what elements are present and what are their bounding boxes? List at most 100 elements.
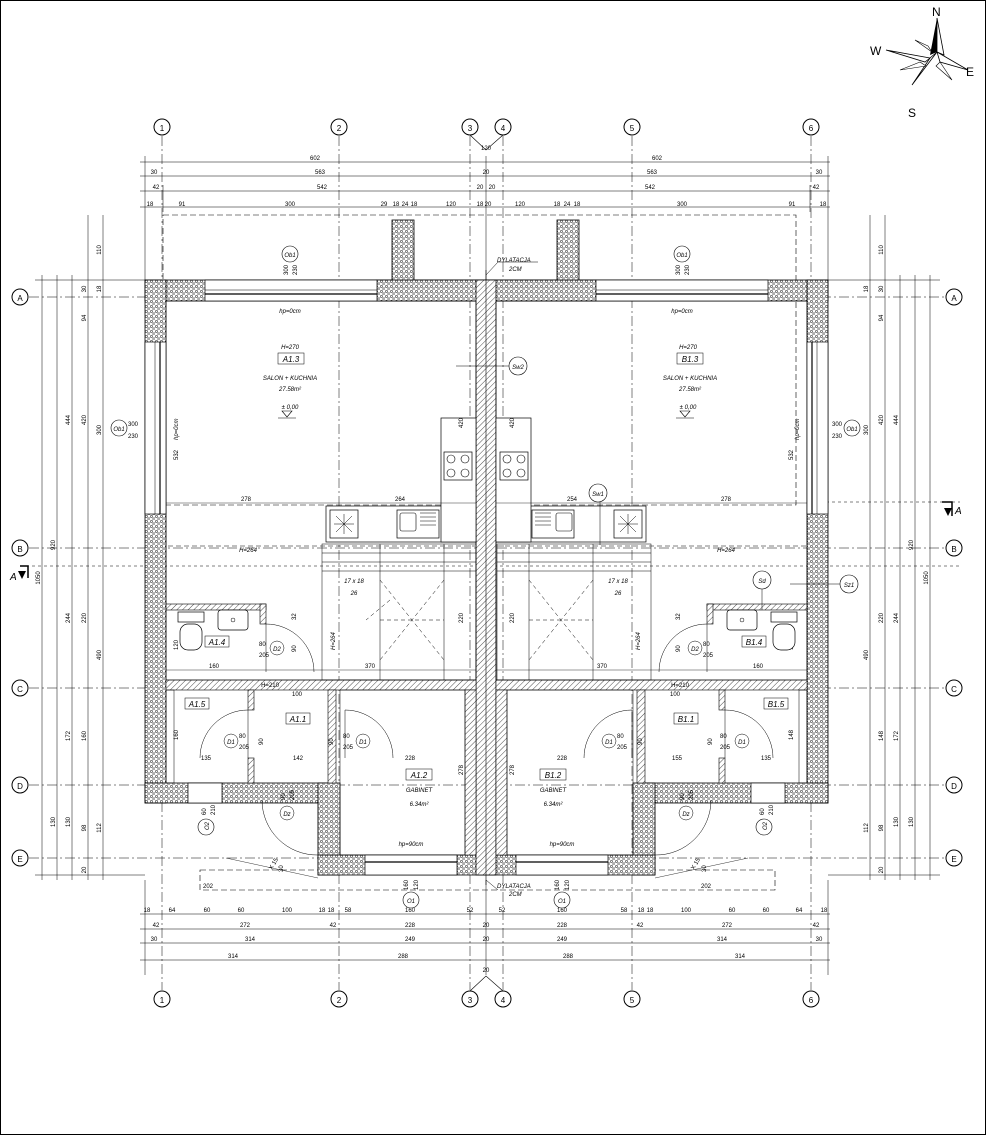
door-dz-left: Dz <box>283 812 290 818</box>
svg-text:30: 30 <box>816 937 823 943</box>
compass-south: S <box>908 106 916 120</box>
svg-text:278: 278 <box>459 764 465 775</box>
svg-text:228: 228 <box>405 756 416 762</box>
dilatation-top-label: DYLATACJA <box>497 258 531 264</box>
dim-top-602-right: 602 <box>652 156 663 162</box>
svg-text:30: 30 <box>151 937 158 943</box>
svg-text:30: 30 <box>82 285 88 292</box>
svg-text:60: 60 <box>763 908 770 914</box>
svg-text:160: 160 <box>405 908 416 914</box>
svg-text:hp=90cm: hp=90cm <box>399 842 424 848</box>
svg-text:30: 30 <box>702 865 708 872</box>
svg-text:94: 94 <box>879 314 885 321</box>
section-marks: A A <box>9 501 962 583</box>
svg-text:42: 42 <box>813 923 820 929</box>
room-b12-name: GABINET <box>540 788 568 794</box>
svg-text:80: 80 <box>617 734 624 740</box>
svg-text:64: 64 <box>796 908 803 914</box>
shaft-sz1: Sz1 <box>844 583 854 589</box>
svg-text:272: 272 <box>240 923 251 929</box>
svg-text:205: 205 <box>689 789 695 800</box>
svg-text:135: 135 <box>761 756 772 762</box>
svg-text:H=264: H=264 <box>636 631 642 650</box>
svg-text:80: 80 <box>703 642 710 648</box>
svg-text:172: 172 <box>894 730 900 741</box>
svg-text:17 x 18: 17 x 18 <box>344 579 364 585</box>
dilatation-bottom-width: 2CM <box>508 892 522 898</box>
svg-text:130: 130 <box>51 816 57 827</box>
axis-D-left: D <box>17 782 23 791</box>
svg-text:20: 20 <box>82 866 88 873</box>
door-d2-right: D2 <box>691 647 699 653</box>
kitchen-fixtures <box>325 417 647 543</box>
svg-text:18: 18 <box>319 908 326 914</box>
svg-text:563: 563 <box>647 170 658 176</box>
svg-text:42: 42 <box>637 923 644 929</box>
room-b13-height: H=270 <box>679 345 698 351</box>
svg-text:220: 220 <box>879 612 885 623</box>
axis-5-bottom: 5 <box>630 996 635 1005</box>
door-d2-left: D2 <box>273 647 281 653</box>
top-dimension-labels: 602 602 30 563 20 563 30 42 542 20 20 54… <box>147 156 827 208</box>
svg-text:18: 18 <box>477 202 484 208</box>
svg-text:160: 160 <box>209 664 220 670</box>
svg-text:20: 20 <box>477 185 484 191</box>
svg-text:300: 300 <box>676 264 682 275</box>
window-ob1-left: Ob1 <box>284 253 295 259</box>
svg-text:264: 264 <box>395 497 406 503</box>
bottom-dimension-labels: 18 64 60 60 100 18 18 58 160 52 52 160 5… <box>144 908 828 974</box>
room-a12-area: 6.34m² <box>410 802 430 808</box>
svg-text:18: 18 <box>411 202 418 208</box>
svg-text:120: 120 <box>174 639 180 650</box>
axis-markers-top: 1 2 3 4 5 6 120 <box>153 118 820 152</box>
section-mark-left: A <box>9 572 17 583</box>
svg-text:64: 64 <box>169 908 176 914</box>
svg-text:160: 160 <box>174 729 180 740</box>
axis-3-bottom: 3 <box>468 996 473 1005</box>
axis-C-right: C <box>951 685 957 694</box>
axis-E-right: E <box>951 855 956 864</box>
svg-text:X 15: X 15 <box>269 857 281 871</box>
room-b15-code: B1.5 <box>768 700 785 709</box>
svg-text:18: 18 <box>393 202 400 208</box>
svg-text:90: 90 <box>292 645 298 652</box>
svg-text:24: 24 <box>564 202 571 208</box>
bathroom-fixtures <box>177 609 798 651</box>
room-b13-area: 27.58m² <box>678 387 702 393</box>
axis-C-left: C <box>17 685 23 694</box>
right-dimension-labels: 1050 920 130 444 244 172 130 30 94 420 3… <box>864 245 930 874</box>
svg-text:H=210: H=210 <box>671 683 690 689</box>
room-a15-code: A1.5 <box>188 700 206 709</box>
svg-text:30: 30 <box>816 170 823 176</box>
door-d1-c: D1 <box>605 740 613 746</box>
svg-text:18: 18 <box>144 908 151 914</box>
svg-text:205: 205 <box>343 745 354 751</box>
svg-text:160: 160 <box>557 908 568 914</box>
axis-6-bottom: 6 <box>809 996 814 1005</box>
svg-text:172: 172 <box>66 730 72 741</box>
svg-text:230: 230 <box>293 264 299 275</box>
compass-east: E <box>966 65 974 79</box>
svg-text:hp=0cm: hp=0cm <box>174 418 180 440</box>
window-o1-right: O1 <box>558 899 566 905</box>
svg-text:80: 80 <box>239 734 246 740</box>
svg-text:130: 130 <box>909 816 915 827</box>
svg-text:hp=0cm: hp=0cm <box>671 309 693 315</box>
svg-text:288: 288 <box>563 954 574 960</box>
door-d1-d: D1 <box>738 740 746 746</box>
svg-text:18: 18 <box>647 908 654 914</box>
axis-B-left: B <box>17 545 22 554</box>
svg-text:370: 370 <box>597 664 608 670</box>
room-b13-level: ± 0,00 <box>680 405 697 411</box>
svg-text:135: 135 <box>201 756 212 762</box>
svg-text:20: 20 <box>489 185 496 191</box>
svg-text:205: 205 <box>703 653 714 659</box>
svg-text:80: 80 <box>259 642 266 648</box>
svg-text:210: 210 <box>211 804 217 815</box>
svg-text:52: 52 <box>499 908 506 914</box>
svg-text:H=264: H=264 <box>239 548 258 554</box>
svg-text:H=264: H=264 <box>331 631 337 650</box>
compass-north: N <box>932 5 941 19</box>
svg-text:160: 160 <box>404 879 410 890</box>
svg-text:300: 300 <box>284 264 290 275</box>
